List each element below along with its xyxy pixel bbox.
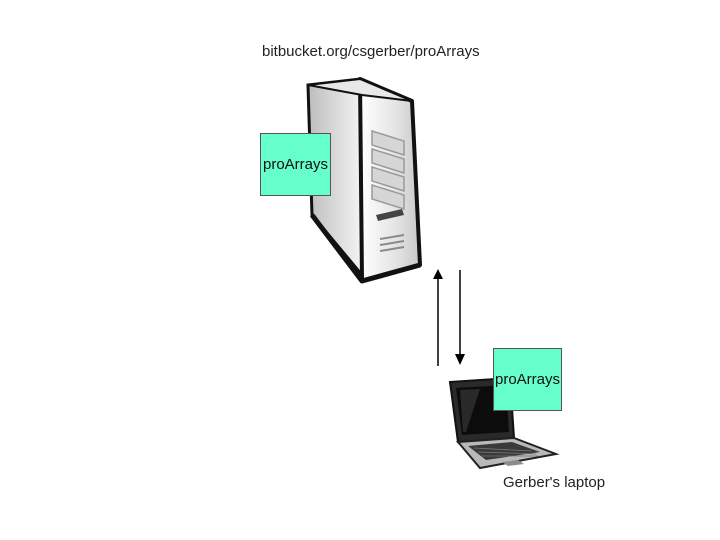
arrow-up-icon [433, 269, 443, 366]
laptop-caption: Gerber's laptop [503, 474, 606, 491]
server-tower-icon [306, 77, 422, 284]
laptop-repo-box: proArrays [493, 348, 562, 411]
server-repo-box: proArrays [260, 133, 331, 196]
arrow-down-icon [455, 270, 465, 365]
sync-arrows [433, 269, 465, 366]
server-url-label: bitbucket.org/csgerber/proArrays [262, 43, 480, 60]
